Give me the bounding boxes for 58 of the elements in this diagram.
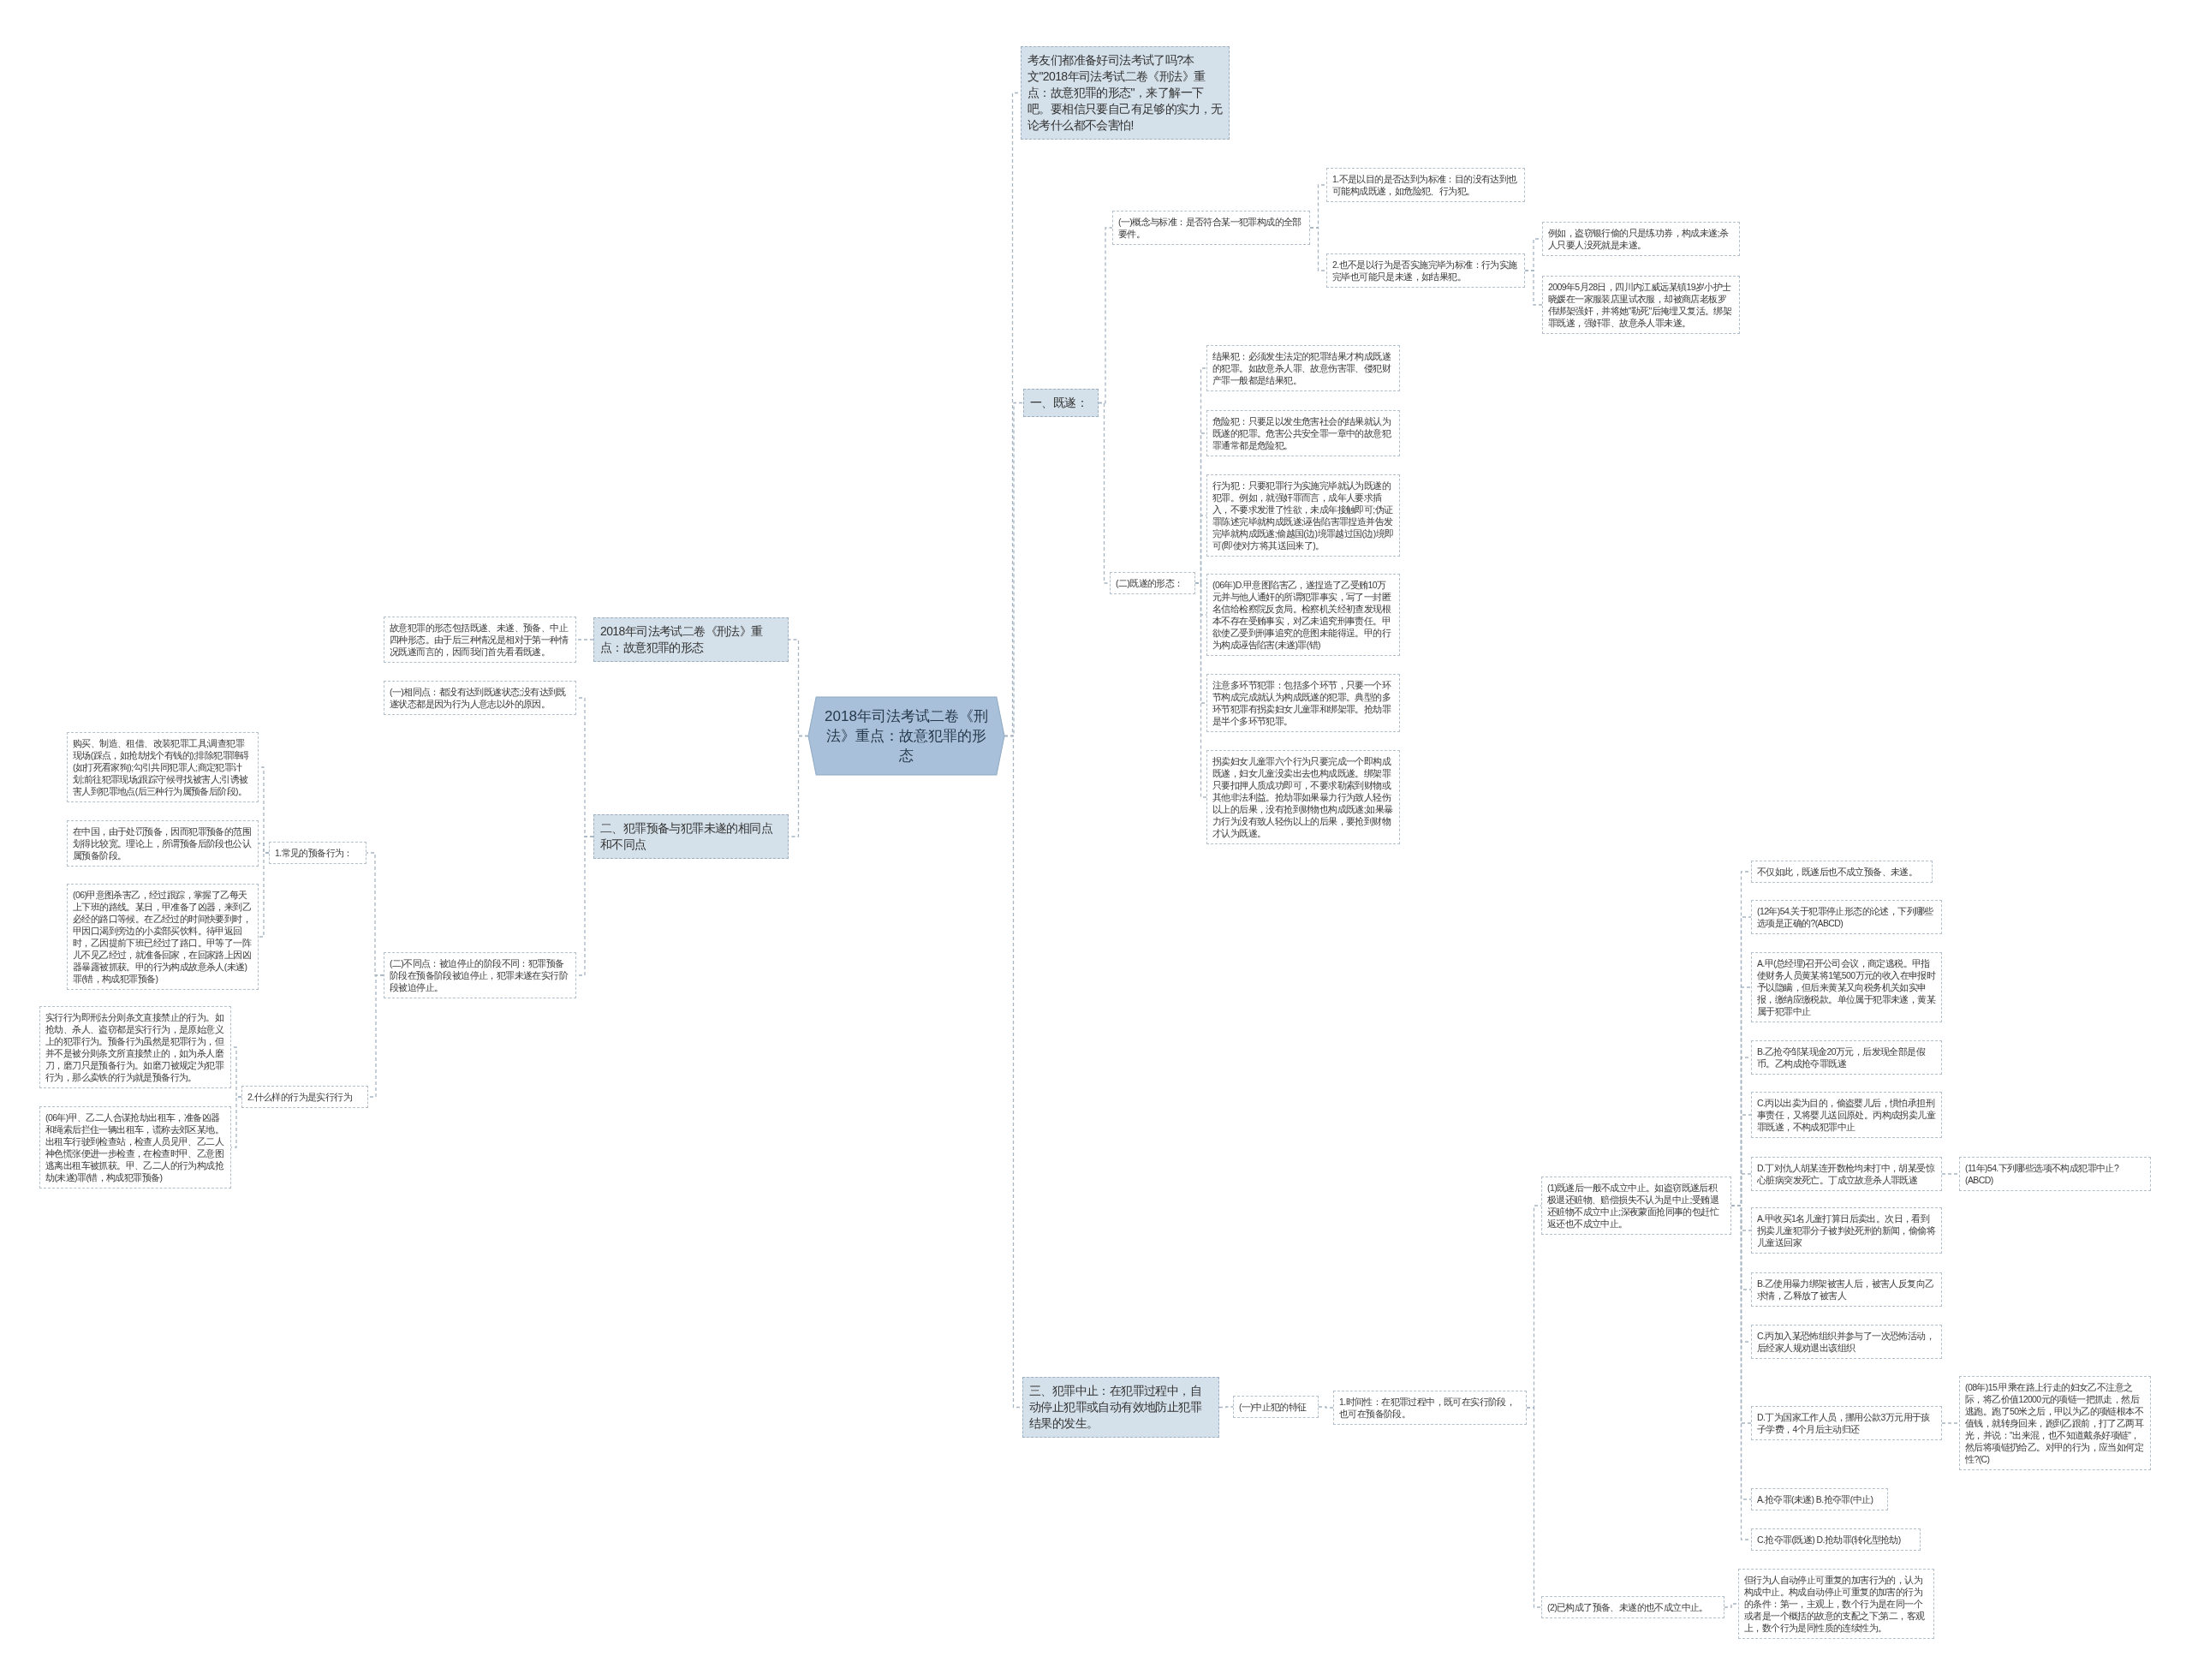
subtopic-box: (06年)D.甲意图陷害乙，遂捏造了乙受贿10万元并与他人通奸的所谓犯罪事实，写了一封匿名信给检察院反贪局。检察机关经初查发现根本不存在受贿事实，对乙未追究刑事责任。甲欲使乙受到刑事追究的意图未能得逞。甲的行为构成诬告陷害(未遂)罪(错) bbox=[1206, 574, 1400, 656]
connector-line bbox=[1218, 1406, 1234, 1409]
subtopic-box: (二)不同点：被迫停止的阶段不同：犯罪预备阶段在预备阶段被迫停止，犯罪未遂在实行阶段被迫停止。 bbox=[384, 952, 576, 998]
subtopic-box: (06)甲意图杀害乙，经过跟踪，掌握了乙每天上下班的路线。某日，甲准备了凶器，来到乙必经的路口等候。在乙经过的时间快要到时，甲因口渴到旁边的小卖部买饮料。待甲返回时，乙因提前下班已经过了路口。甲等了一阵儿不见乙经过，就准备回家，在回家路上因凶器暴露被抓获。甲的行为构成故意杀人(未遂)罪(错，构成犯罪预备) bbox=[67, 884, 259, 990]
subtopic-box: A.甲收买1名儿童打算日后卖出。次日，看到拐卖儿童犯罪分子被判处死刑的新闻，偷偷将儿童送回家 bbox=[1751, 1207, 1942, 1254]
subtopic-box: 拐卖妇女儿童罪六个行为只要完成一个即构成既遂，妇女儿童没卖出去也构成既遂。绑架罪只要扣押人质成功即可，不要求勒索到财物或其他非法利益。抢劫罪如果暴力行为致人轻伤以上的后果，没有抢到财物也构成既遂;如果暴力行为没有致人轻伤以上的后果，要抢到财物才认为既遂。 bbox=[1206, 750, 1400, 844]
subtopic-box: 但行为人自动停止可重复的加害行为的，认为构成中止。构成自动停止可重复的加害的行为的条件：第一，主观上，数个行为是在同一个或者是一个概括的故意的支配之下;第二，客观上，数个行为是同性质的连续性为。 bbox=[1738, 1569, 1934, 1639]
connector-line bbox=[1098, 402, 1111, 584]
connector-line bbox=[1941, 1173, 1960, 1175]
subtopic-box: 行为犯：只要犯罪行为实施完毕就认为既遂的犯罪。例如，就强奸罪而言，成年人要求插入，不要求发泄了性欲，未成年接触即可;伪证罪陈述完毕就构成既遂;诬告陷害罪捏造并告发完毕就构成既遂;偷越国(边)境罪越过国(边)境即可(即使对方将其送回来了)。 bbox=[1206, 474, 1400, 557]
subtopic-box: 2.也不是以行为是否实施完毕为标准：行为实施完毕也可能只是未遂，如结果犯。 bbox=[1326, 253, 1525, 288]
central-topic: 2018年司法考试二卷《刑法》重点：故意犯罪的形态 bbox=[808, 697, 1004, 775]
connector-line bbox=[1309, 227, 1327, 271]
subtopic-box: 结果犯：必须发生法定的犯罪结果才构成既遂的犯罪。如故意杀人罪、故意伤害罪、侵犯财产罪一般都是结果犯。 bbox=[1206, 345, 1400, 391]
subtopic-box: (二)既遂的形态： bbox=[1110, 572, 1195, 594]
topic-box: 二、犯罪预备与犯罪未遂的相同点和不同点 bbox=[593, 814, 789, 859]
subtopic-box: 注意多环节犯罪：包括多个环节，只要一个环节构成完成就认为构成既遂的犯罪。典型的多环节犯罪有拐卖妇女儿童罪和绑架罪。抢劫罪是半个多环节犯罪。 bbox=[1206, 674, 1400, 732]
subtopic-box: A.抢夺罪(未遂) B.抢夺罪(中止) bbox=[1751, 1488, 1888, 1510]
subtopic-box: C.丙加入某恐怖组织并参与了一次恐怖活动，后经家人规劝退出该组织 bbox=[1751, 1325, 1942, 1359]
connector-line bbox=[367, 974, 384, 1098]
subtopic-box: (1)既遂后一般不成立中止。如盗窃既遂后积极退还赃物、赔偿损失不认为是中止;受贿退还赃物不成立中止;深夜蒙面抢同事的包赶忙返还也不成立中止。 bbox=[1541, 1177, 1731, 1235]
subtopic-box: 1.不是以目的是否达到为标准：目的没有达到也可能构成既遂，如危险犯、行为犯。 bbox=[1326, 168, 1525, 202]
topic-box: 2018年司法考试二卷《刑法》重点：故意犯罪的形态 bbox=[593, 617, 789, 662]
subtopic-box: (12年)54.关于犯罪停止形态的论述，下列哪些选项是正确的?(ABCD) bbox=[1751, 900, 1942, 934]
subtopic-box: 2.什么样的行为是实行行为 bbox=[241, 1086, 368, 1108]
subtopic-box: (一)中止犯的特征 bbox=[1233, 1396, 1319, 1418]
subtopic-box: (08年)15.甲乘在路上行走的妇女乙不注意之际，将乙价值12000元的项链一把抓走，然后逃跑。跑了50米之后，甲以为乙的项链根本不值钱，就转身回来，跑到乙跟前，打了乙两耳光，并说："出来混，也不知道戴条好项链"，然后将项链扔给乙。对甲的行为，应当如何定性?(C) bbox=[1959, 1376, 2151, 1470]
subtopic-box: D.丁对仇人胡某连开数枪均未打中，胡某受惊心脏病突发死亡。丁成立故意杀人罪既遂 bbox=[1751, 1157, 1942, 1191]
subtopic-box: 在中国，由于处罚预备，因而犯罪预备的范围划得比较宽。理论上，所谓预备后阶段也公认属预备阶段。 bbox=[67, 820, 259, 867]
topic-box: 一、既遂： bbox=[1023, 389, 1099, 417]
subtopic-box: 1.时间性：在犯罪过程中，既可在实行阶段，也可在预备阶段。 bbox=[1333, 1391, 1527, 1425]
subtopic-box: 1.常见的预备行为： bbox=[269, 842, 366, 864]
subtopic-box: (一)概念与标准：是否符合某一犯罪构成的全部要件。 bbox=[1112, 211, 1310, 245]
connector-line bbox=[1941, 1422, 1960, 1424]
connector-line bbox=[1724, 1603, 1739, 1608]
subtopic-box: 2009年5月28日，四川内江威远某镇19岁小护士晓媛在一家服装店里试衣服，却被商店老板罗伟绑架强奸，并将她"勒死"后掩埋又复活。绑架罪既遂，强奸罪、故意杀人罪未遂。 bbox=[1542, 276, 1740, 334]
subtopic-box: 购买、制造、租借、改装犯罪工具;调查犯罪现场(踩点，如抢劫找个有钱的);排除犯罪障碍(如打死看家狗);勾引共同犯罪人;商定犯罪计划;前往犯罪现场;跟踪守候寻找被害人;引诱被害人到犯罪地点(后三种行为属预备后阶段)。 bbox=[67, 732, 259, 802]
subtopic-box: B.乙使用暴力绑架被害人后，被害人反复向乙求情，乙释放了被害人 bbox=[1751, 1272, 1942, 1307]
subtopic-box: (一)相同点：都没有达到既遂状态;没有达到既遂状态都是因为行为人意志以外的原因。 bbox=[384, 681, 576, 715]
connector-line bbox=[1524, 270, 1543, 306]
subtopic-box: A.甲(总经理)召开公司会议，商定逃税。甲指使财务人员黄某将1笔500万元的收入在申报时予以隐瞒，但后来黄某又向税务机关如实申报，缴纳应缴税款。单位属于犯罪未遂，黄某属于犯罪中止 bbox=[1751, 952, 1942, 1022]
topic-box: 考友们都准备好司法考试了吗?本文"2018年司法考试二卷《刑法》重点：故意犯罪的形态"，来了解一下吧。要相信只要自己有足够的实力，无论考什么都不会害怕! bbox=[1021, 46, 1230, 140]
subtopic-box: (06年)甲、乙二人合谋抢劫出租车，准备凶器和绳索后拦住一辆出租车，谎称去郊区某地。出租车行驶到检查站，检查人员见甲、乙二人神色慌张便进一步检查，在检查时甲、乙意图逃离出租车被抓获。甲、乙二人的行为构成抢劫(未遂)罪(错，构成犯罪预备) bbox=[39, 1106, 231, 1189]
subtopic-box: 危险犯：只要足以发生危害社会的结果就认为既遂的犯罪。危害公共安全罪一章中的故意犯罪通常都是危险犯。 bbox=[1206, 410, 1400, 456]
connector-line bbox=[575, 639, 594, 640]
topic-box: 三、犯罪中止：在犯罪过程中，自动停止犯罪或自动有效地防止犯罪结果的发生。 bbox=[1022, 1377, 1219, 1438]
subtopic-box: 不仅如此，既遂后也不成立预备、未遂。 bbox=[1751, 861, 1933, 883]
connector-line bbox=[1526, 1407, 1542, 1608]
subtopic-box: D.丁为国家工作人员，挪用公款3万元用于孩子学费，4个月后主动归还 bbox=[1751, 1406, 1942, 1440]
connector-line bbox=[1318, 1406, 1334, 1409]
subtopic-box: C.抢夺罪(既遂) D.抢劫罪(转化型抢劫) bbox=[1751, 1528, 1921, 1551]
subtopic-box: B.乙抢夺邹某现金20万元，后发现全部是假币。乙构成抢夺罪既遂 bbox=[1751, 1040, 1942, 1075]
subtopic-box: 故意犯罪的形态包括既遂、未遂、预备、中止四种形态。由于后三种情况是相对于第一种情况既遂而言的，因而我们首先看看既遂。 bbox=[384, 617, 576, 663]
subtopic-box: 实行行为即刑法分则条文直接禁止的行为。如抢劫、杀人、盗窃都是实行行为，是原始意义上的犯罪行为。预备行为虽然是犯罪行为，但并不是被分则条文所直接禁止的，如为杀人磨刀，磨刀只是预备行为。如磨刀被规定为犯罪行为，那么卖铁的行为就是预备行为。 bbox=[39, 1006, 231, 1088]
subtopic-box: C.丙以出卖为目的，偷盗婴儿后，惧怕承担刑事责任，又将婴儿送回原处。丙构成拐卖儿童罪既遂，不构成犯罪中止 bbox=[1751, 1092, 1942, 1138]
subtopic-box: (11年)54.下列哪些选项不构成犯罪中止?(ABCD) bbox=[1959, 1157, 2151, 1191]
subtopic-box: 例如，盗窃银行偷的只是练功券，构成未遂;杀人只要人没死就是未遂。 bbox=[1542, 222, 1740, 256]
subtopic-box: (2)已构成了预备、未遂的也不成立中止。 bbox=[1541, 1596, 1724, 1618]
